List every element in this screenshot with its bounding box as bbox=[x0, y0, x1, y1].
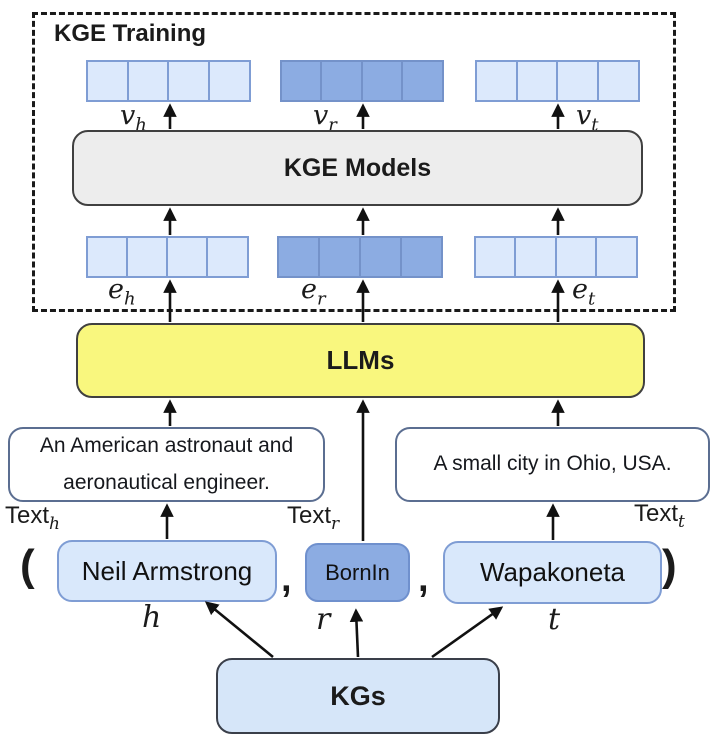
head-description-line2: aeronautical engineer. bbox=[63, 470, 270, 494]
vector-cell bbox=[317, 236, 362, 278]
kge-training-frame bbox=[32, 12, 676, 312]
label-t: t bbox=[548, 602, 561, 637]
kge-models-label: KGE Models bbox=[283, 153, 432, 182]
relation-label: BornIn bbox=[325, 559, 390, 585]
head-description-line1: An American astronaut and bbox=[39, 433, 294, 457]
label-text-r: Textr bbox=[287, 502, 340, 534]
triple-close-paren: ) bbox=[662, 541, 677, 590]
vector-row-et bbox=[474, 236, 639, 278]
vector-cell bbox=[320, 60, 364, 102]
triple-comma-1: , bbox=[281, 558, 292, 600]
triple-comma-2: , bbox=[418, 558, 429, 600]
label-vr: vr bbox=[313, 100, 337, 136]
label-vh: vh bbox=[120, 100, 147, 136]
label-eh: eh bbox=[108, 274, 136, 310]
vector-cell bbox=[126, 236, 169, 278]
tail-description-line1: A small city in Ohio, USA. bbox=[433, 452, 672, 476]
label-text-h: Texth bbox=[5, 502, 60, 534]
vector-cell bbox=[556, 60, 600, 102]
vector-row-eh bbox=[86, 236, 250, 278]
vector-cell bbox=[167, 60, 211, 102]
head-description-box: An American astronaut and aeronautical e… bbox=[8, 427, 325, 502]
vector-cell bbox=[86, 236, 129, 278]
kgs-label: KGs bbox=[330, 680, 386, 711]
kge-training-title: KGE Training bbox=[54, 20, 207, 47]
vector-cell bbox=[595, 236, 639, 278]
tail-description-box: A small city in Ohio, USA. bbox=[395, 427, 710, 502]
relation-box: BornIn bbox=[305, 543, 410, 602]
arrow-kgs-to-relation-icon bbox=[349, 608, 364, 658]
vector-cell bbox=[280, 60, 323, 102]
label-er: er bbox=[301, 274, 326, 310]
vector-cell bbox=[514, 236, 558, 278]
vector-cell bbox=[360, 60, 404, 102]
label-h: h bbox=[142, 600, 162, 635]
vector-cell bbox=[206, 236, 250, 278]
arrow-kgs-to-head-icon bbox=[204, 601, 274, 659]
vector-cell bbox=[399, 236, 444, 278]
vector-row-er bbox=[277, 236, 444, 278]
vector-cell bbox=[554, 236, 598, 278]
vector-cell bbox=[126, 60, 170, 102]
llms-label: LLMs bbox=[326, 345, 395, 375]
arrow-kgs-to-tail-icon bbox=[431, 606, 504, 659]
head-entity-box: Neil Armstrong bbox=[57, 540, 277, 602]
llms-box: LLMs bbox=[76, 323, 645, 398]
tail-entity-box: Wapakoneta bbox=[443, 541, 662, 604]
kgs-box: KGs bbox=[216, 658, 500, 734]
vector-cell bbox=[401, 60, 445, 102]
vector-cell bbox=[166, 236, 209, 278]
label-r: r bbox=[316, 602, 331, 637]
vector-cell bbox=[596, 60, 641, 102]
vector-cell bbox=[475, 60, 519, 102]
vector-cell bbox=[277, 236, 321, 278]
label-et: et bbox=[572, 274, 596, 310]
vector-row-vt bbox=[475, 60, 641, 102]
label-vt: vt bbox=[576, 100, 599, 136]
vector-cell bbox=[515, 60, 559, 102]
triple-open-paren: ( bbox=[20, 541, 35, 590]
head-entity-label: Neil Armstrong bbox=[81, 555, 253, 586]
kge-models-box: KGE Models bbox=[72, 130, 643, 206]
vector-cell bbox=[358, 236, 403, 278]
vector-cell bbox=[86, 60, 130, 102]
tail-entity-label: Wapakoneta bbox=[479, 557, 626, 587]
label-text-t: Textt bbox=[634, 500, 685, 532]
vector-cell bbox=[474, 236, 517, 278]
vector-row-vh bbox=[86, 60, 252, 102]
vector-row-vr bbox=[280, 60, 445, 102]
vector-cell bbox=[207, 60, 252, 102]
